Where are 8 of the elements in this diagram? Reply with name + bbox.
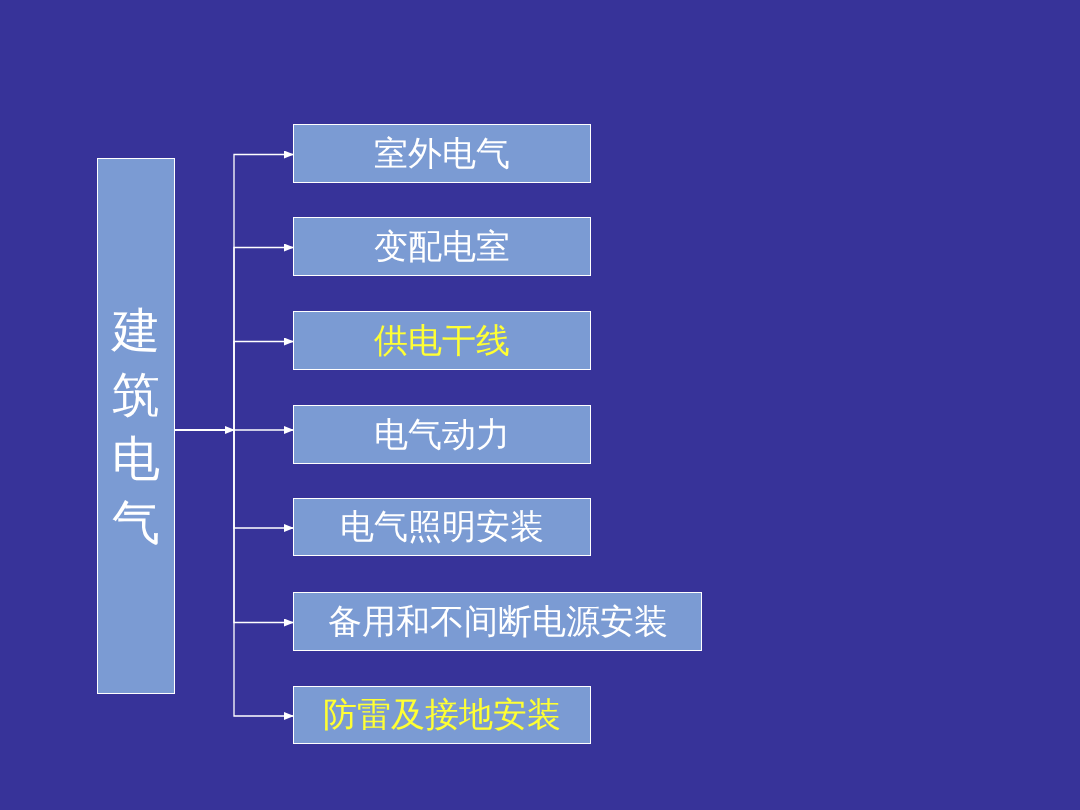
category-box: 备用和不间断电源安装 (293, 592, 702, 651)
category-box: 室外电气 (293, 124, 591, 183)
category-box: 电气动力 (293, 405, 591, 464)
category-box: 供电干线 (293, 311, 591, 370)
category-box: 防雷及接地安装 (293, 686, 591, 744)
root-box: 建筑电气 (97, 158, 175, 694)
category-box: 变配电室 (293, 217, 591, 276)
category-box: 电气照明安装 (293, 498, 591, 556)
